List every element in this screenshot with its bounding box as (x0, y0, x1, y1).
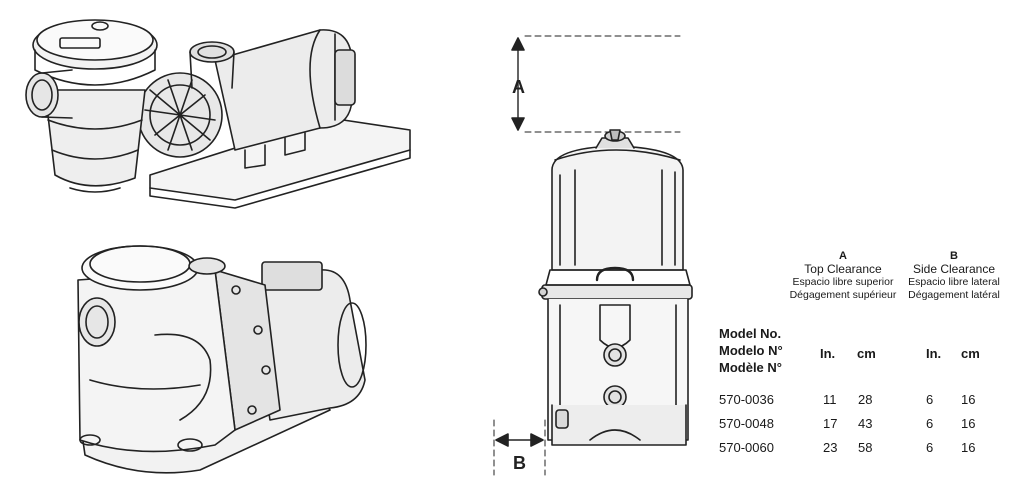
column-a-title-fr: Dégagement supérieur (789, 289, 897, 301)
row-a-in: 11 (823, 392, 837, 407)
unit-a-in: In. (820, 346, 836, 361)
row-a-cm: 58 (858, 440, 873, 455)
row-b-cm: 16 (961, 392, 976, 407)
model-header-fr: Modèle N° (719, 360, 782, 375)
row-a-cm: 43 (858, 416, 873, 431)
row-model: 570-0048 (719, 416, 774, 431)
row-model: 570-0060 (719, 440, 774, 455)
column-b-letter: B (950, 250, 958, 262)
column-b-title-fr: Dégagement latéral (908, 289, 1000, 301)
pump-illustration-bottom (77, 245, 367, 474)
row-a-in: 23 (823, 440, 838, 455)
row-a-in: 17 (823, 416, 838, 431)
row-a-cm: 28 (858, 392, 873, 407)
row-b-cm: 16 (961, 440, 976, 455)
dimension-b-label: B (513, 453, 526, 473)
row-model: 570-0036 (719, 392, 774, 407)
row-b-cm: 16 (961, 416, 976, 431)
model-header-es: Modelo N° (719, 343, 783, 358)
row-b-in: 6 (926, 440, 934, 455)
unit-b-in: In. (926, 346, 942, 361)
unit-a-cm: cm (857, 346, 876, 361)
row-b-in: 6 (926, 416, 934, 431)
column-b-title-en: Side Clearance (912, 262, 996, 276)
filter-illustration (493, 35, 693, 476)
column-a-header: A Top Clearance Espacio libre superior D… (783, 250, 903, 302)
pump-illustration-top (25, 19, 411, 209)
model-number-header: Model No. Modelo N° Modèle N° (719, 325, 783, 376)
row-b-in: 6 (926, 392, 934, 407)
dimension-a-label: A (512, 77, 525, 97)
column-a-title-es: Espacio libre superior (792, 276, 894, 288)
model-header-en: Model No. (719, 326, 782, 341)
unit-b-cm: cm (961, 346, 980, 361)
column-b-title-es: Espacio libre lateral (908, 276, 1000, 288)
column-b-header: B Side Clearance Espacio libre lateral D… (894, 250, 1012, 302)
column-a-title-en: Top Clearance (804, 262, 882, 276)
column-a-letter: A (839, 250, 847, 262)
